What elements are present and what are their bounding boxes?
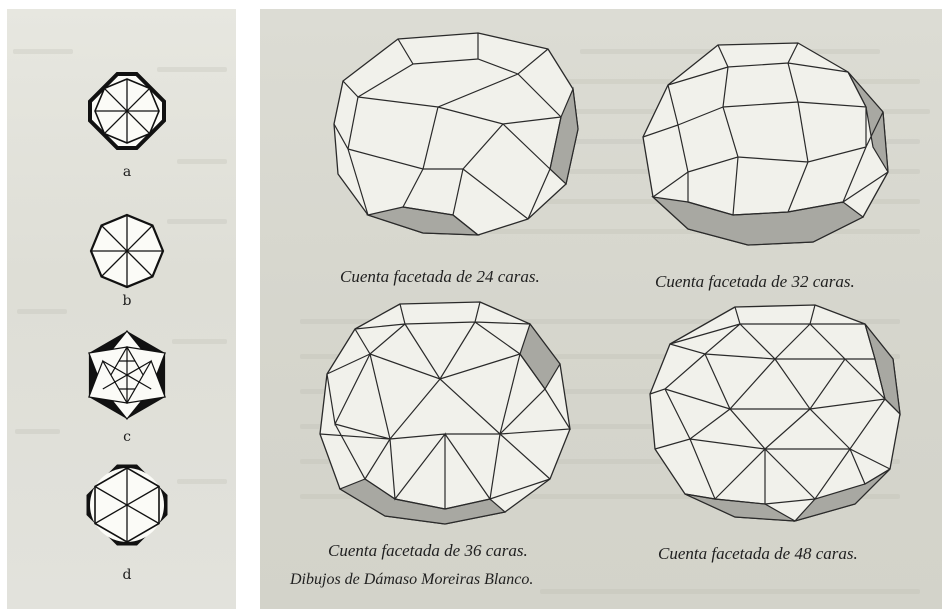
figure-c-diagram — [88, 330, 166, 420]
figure-b-diagram — [89, 213, 165, 289]
left-page-panel: a b c d — [7, 9, 236, 609]
figure-d-diagram — [86, 464, 168, 546]
caption-32-faces: Cuenta facetada de 32 caras. — [655, 272, 855, 291]
bead-24-drawing — [333, 32, 579, 236]
right-page-panel: Cuenta facetada de 24 caras. Cuenta face… — [260, 9, 942, 609]
figure-c-label: c — [123, 429, 131, 445]
caption-36-faces: Cuenta facetada de 36 caras. — [328, 541, 528, 560]
bead-32-drawing — [642, 42, 889, 246]
bleed-through-text — [7, 9, 236, 609]
caption-48-faces: Cuenta facetada de 48 caras. — [658, 544, 858, 563]
figure-a-label: a — [122, 164, 132, 180]
caption-24-faces: Cuenta facetada de 24 caras. — [340, 267, 540, 286]
figure-a-diagram — [88, 72, 166, 150]
figure-b-label: b — [122, 293, 132, 309]
figure-d-label: d — [122, 567, 132, 583]
bead-48-drawing — [649, 304, 901, 523]
illustration-credit: Dibujos de Dámaso Moreiras Blanco. — [290, 571, 534, 588]
bead-36-drawing — [319, 301, 572, 525]
